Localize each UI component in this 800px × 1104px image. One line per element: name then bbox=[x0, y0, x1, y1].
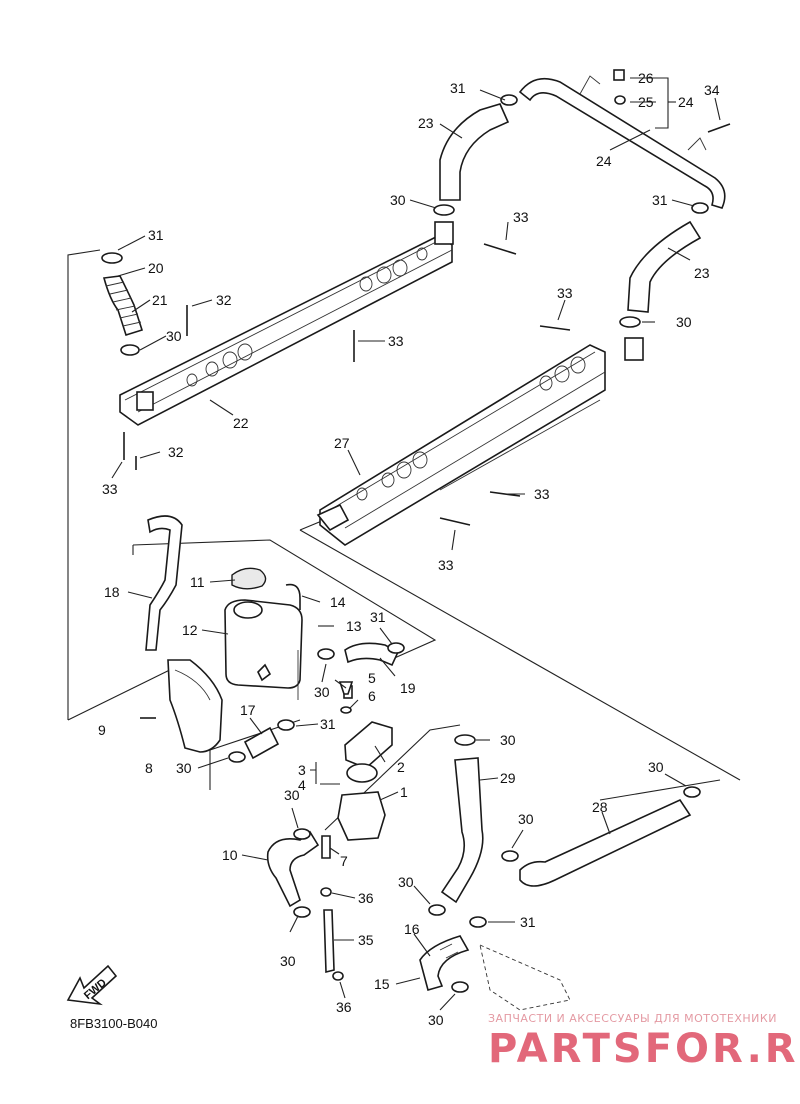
callout-33-a: 33 bbox=[513, 209, 529, 225]
callout-19: 19 bbox=[400, 680, 416, 696]
callout-24: 24 bbox=[596, 153, 612, 169]
callout-36-a: 36 bbox=[358, 890, 374, 906]
callout-15: 15 bbox=[374, 976, 390, 992]
callout-13: 13 bbox=[346, 618, 362, 634]
hose-23-left bbox=[439, 103, 510, 201]
leader-lines bbox=[111, 77, 721, 1011]
bolts bbox=[123, 69, 731, 981]
callout-9: 9 bbox=[98, 722, 106, 738]
callout-30-g: 30 bbox=[280, 953, 296, 969]
callout-8: 8 bbox=[145, 760, 153, 776]
callout-25: 25 bbox=[638, 94, 654, 110]
callout-31-top: 31 bbox=[450, 80, 466, 96]
callout-10: 10 bbox=[222, 847, 238, 863]
callout-24-right: 24 bbox=[678, 94, 694, 110]
hose-35 bbox=[323, 909, 335, 974]
hose-19 bbox=[344, 642, 400, 667]
callout-28: 28 bbox=[592, 799, 608, 815]
callout-31-d: 31 bbox=[370, 609, 386, 625]
callout-11: 11 bbox=[190, 574, 205, 590]
callout-30-l: 30 bbox=[428, 1012, 444, 1028]
callout-1: 1 bbox=[400, 784, 408, 800]
coolant-pipe-upper bbox=[518, 75, 726, 209]
callout-31-e: 31 bbox=[320, 716, 336, 732]
thermostat-housing bbox=[337, 685, 393, 841]
callout-27: 27 bbox=[334, 435, 350, 451]
watermark-logo-text: PARTSFOR.RU bbox=[488, 1026, 800, 1072]
callout-26: 26 bbox=[638, 70, 654, 86]
callout-5: 5 bbox=[368, 670, 376, 686]
callout-2: 2 bbox=[397, 759, 405, 775]
hose-23-right bbox=[627, 220, 702, 313]
callout-29: 29 bbox=[500, 770, 516, 786]
callout-30-f: 30 bbox=[284, 787, 300, 803]
callout-31-f: 31 bbox=[520, 914, 536, 930]
callout-35: 35 bbox=[358, 932, 374, 948]
callout-32-b: 32 bbox=[168, 444, 184, 460]
callout-17: 17 bbox=[240, 702, 256, 718]
fwd-arrow: FWD bbox=[66, 964, 118, 1006]
callout-33-c: 33 bbox=[557, 285, 573, 301]
callout-34: 34 bbox=[704, 82, 720, 98]
callout-21: 21 bbox=[152, 292, 168, 308]
callout-33-e: 33 bbox=[534, 486, 550, 502]
callout-22: 22 bbox=[233, 415, 249, 431]
callout-30-k: 30 bbox=[398, 874, 414, 890]
clamps bbox=[101, 94, 709, 993]
bellows-hose-21 bbox=[102, 275, 144, 337]
callout-3: 3 bbox=[298, 762, 306, 778]
hose-18 bbox=[145, 515, 183, 651]
callout-30-b: 30 bbox=[676, 314, 692, 330]
hose-10 bbox=[266, 830, 320, 908]
callout-33-f: 33 bbox=[438, 557, 454, 573]
callout-30-a: 30 bbox=[390, 192, 406, 208]
radiator-bracket-right bbox=[316, 344, 606, 546]
callout-6: 6 bbox=[368, 688, 376, 704]
watermark-tagline: ЗАПЧАСТИ И АКСЕССУАРЫ ДЛЯ МОТОТЕХНИКИ bbox=[488, 1012, 777, 1025]
callout-14: 14 bbox=[330, 594, 346, 610]
callout-31-b: 31 bbox=[652, 192, 668, 208]
drawing-code: 8FB3100-B040 bbox=[70, 1016, 157, 1031]
pipe-7 bbox=[321, 835, 331, 859]
reservoir-tank bbox=[224, 567, 303, 700]
watermark-logo: ЗАПЧАСТИ И АКСЕССУАРЫ ДЛЯ МОТОТЕХНИКИ PA… bbox=[488, 1012, 800, 1072]
callout-18: 18 bbox=[104, 584, 120, 600]
callout-30-c: 30 bbox=[166, 328, 182, 344]
callout-32-a: 32 bbox=[216, 292, 232, 308]
callout-30-d: 30 bbox=[314, 684, 330, 700]
hose-15-16 bbox=[419, 935, 571, 1011]
callout-labels: 31 23 26 25 24 34 24 30 31 33 23 30 31 2… bbox=[98, 70, 720, 1028]
callout-30-j: 30 bbox=[518, 811, 534, 827]
callout-33-d: 33 bbox=[102, 481, 118, 497]
callout-30-h: 30 bbox=[500, 732, 516, 748]
callout-7: 7 bbox=[340, 853, 348, 869]
callout-12: 12 bbox=[182, 622, 198, 638]
callout-36-b: 36 bbox=[336, 999, 352, 1015]
callout-33-b: 33 bbox=[388, 333, 404, 349]
callout-30-e: 30 bbox=[176, 760, 192, 776]
hose-29 bbox=[440, 757, 484, 904]
callout-23-right: 23 bbox=[694, 265, 710, 281]
group-frame-lines bbox=[67, 249, 741, 831]
callout-23-top: 23 bbox=[418, 115, 434, 131]
bracket-plate-8 bbox=[167, 659, 223, 753]
callout-31-c: 31 bbox=[148, 227, 164, 243]
callout-4: 4 bbox=[298, 777, 306, 793]
callout-30-i: 30 bbox=[648, 759, 664, 775]
bracket-connectors bbox=[136, 221, 644, 411]
callout-16: 16 bbox=[404, 921, 420, 937]
hose-28 bbox=[519, 798, 692, 887]
callout-20: 20 bbox=[148, 260, 164, 276]
